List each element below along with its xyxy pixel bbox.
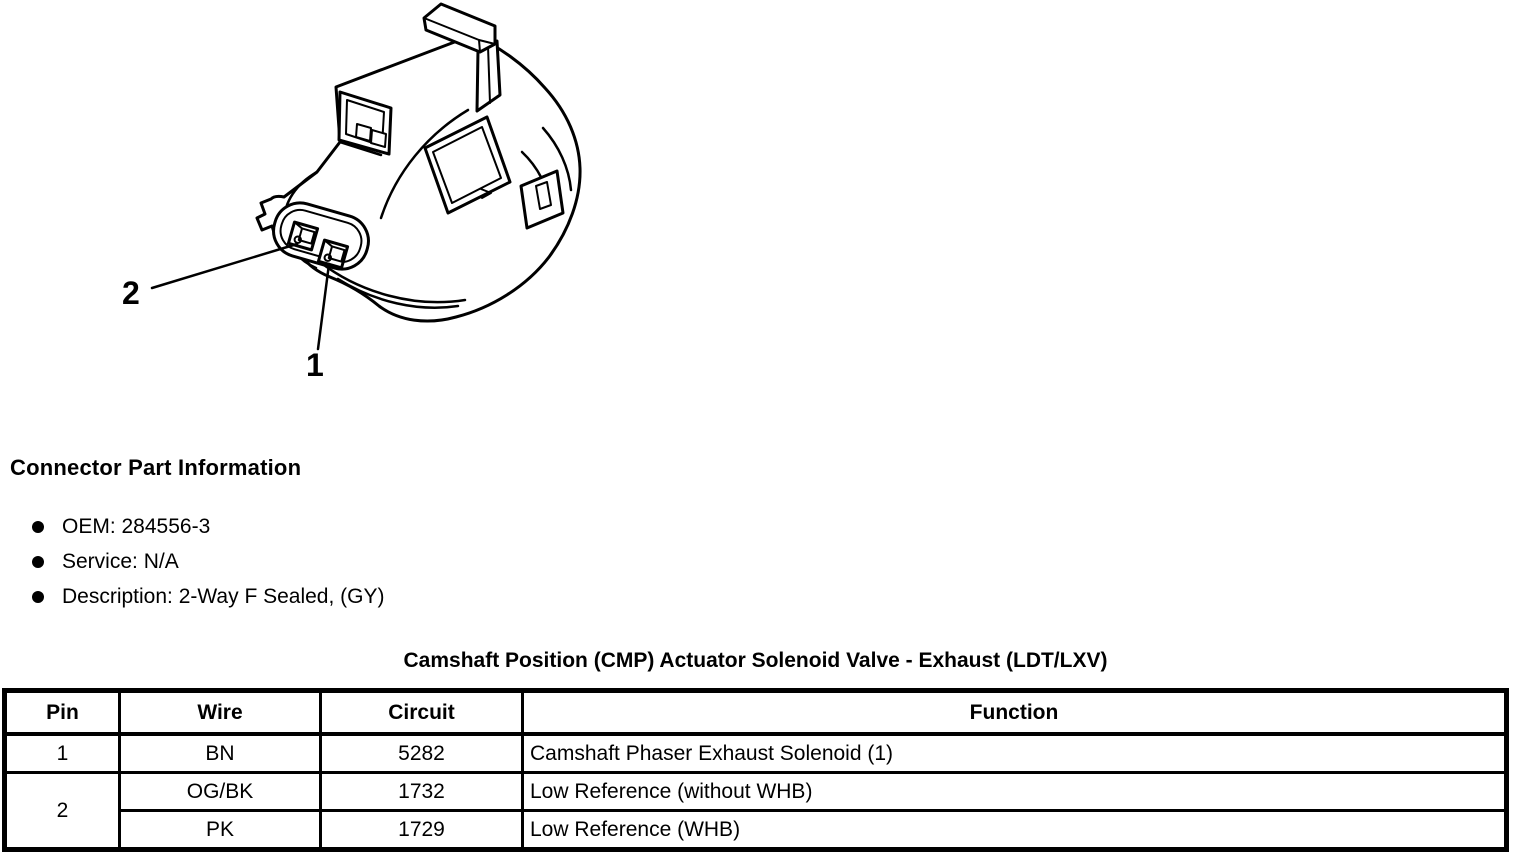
connector-diagram: 2 1 (122, 2, 582, 383)
top-tab (422, 2, 502, 113)
cell-wire: OG/BK (118, 771, 322, 812)
cell-circuit: 1729 (319, 809, 524, 851)
part-info-text: Description: 2-Way F Sealed, (GY) (62, 584, 385, 608)
cell-function: Low Reference (WHB) (521, 809, 1508, 851)
cell-wire: PK (118, 809, 322, 851)
cell-pin: 1 (3, 732, 121, 774)
latch-tang-2 (370, 129, 387, 148)
cell-function: Low Reference (without WHB) (521, 771, 1508, 812)
part-info-text: Service: N/A (62, 549, 179, 573)
header-circuit: Circuit (319, 689, 524, 736)
pin-cavity-1 (316, 238, 350, 270)
part-info-item-service: Service: N/A (0, 544, 385, 579)
cell-circuit: 5282 (319, 732, 524, 774)
pin-table-title: Camshaft Position (CMP) Actuator Solenoi… (403, 649, 1108, 672)
callout-line-1 (316, 262, 331, 351)
header-pin: Pin (3, 689, 121, 736)
part-info-list: OEM: 284556-3 Service: N/A Description: … (0, 509, 385, 614)
bottom-skirt-line-1 (318, 260, 467, 304)
cell-circuit: 1732 (319, 771, 524, 812)
bullet-icon (32, 590, 44, 603)
pin-cavity-2 (286, 220, 320, 252)
side-tab-slot (535, 181, 552, 210)
bottom-skirt-line-2 (336, 277, 460, 309)
table-row: PK 1729 Low Reference (WHB) (5, 809, 1508, 851)
callout-line-2 (150, 242, 299, 290)
latch-tang-1 (355, 123, 372, 142)
callout-label-1: 1 (306, 347, 324, 383)
bullet-icon (32, 520, 44, 533)
part-info-heading: Connector Part Information (10, 455, 302, 480)
cell-wire: BN (118, 732, 322, 774)
pin-table: Pin Wire Circuit Function 1 BN 5282 Cams… (2, 688, 1509, 852)
table-row: 1 BN 5282 Camshaft Phaser Exhaust Soleno… (3, 732, 1508, 774)
callout-label-2: 2 (122, 275, 140, 311)
bullet-icon (32, 555, 44, 568)
header-wire: Wire (118, 689, 322, 736)
box-bottom-edge (338, 140, 383, 157)
rib-line-2 (541, 126, 573, 192)
part-info-text: OEM: 284556-3 (62, 514, 211, 538)
connector-body-outline (255, 33, 582, 323)
part-info-item-oem: OEM: 284556-3 (0, 509, 385, 544)
table-header-row: Pin Wire Circuit Function (3, 689, 1508, 736)
strap-window-inner (432, 126, 502, 204)
cell-pin: 2 (3, 771, 121, 851)
strap-edge (379, 108, 470, 220)
table-row: 2 OG/BK 1732 Low Reference (without WHB) (3, 771, 1508, 851)
cell-function: Camshaft Phaser Exhaust Solenoid (1) (521, 732, 1508, 774)
mold-arrow (480, 188, 492, 199)
header-function: Function (521, 689, 1508, 736)
part-info-item-description: Description: 2-Way F Sealed, (GY) (0, 579, 385, 614)
